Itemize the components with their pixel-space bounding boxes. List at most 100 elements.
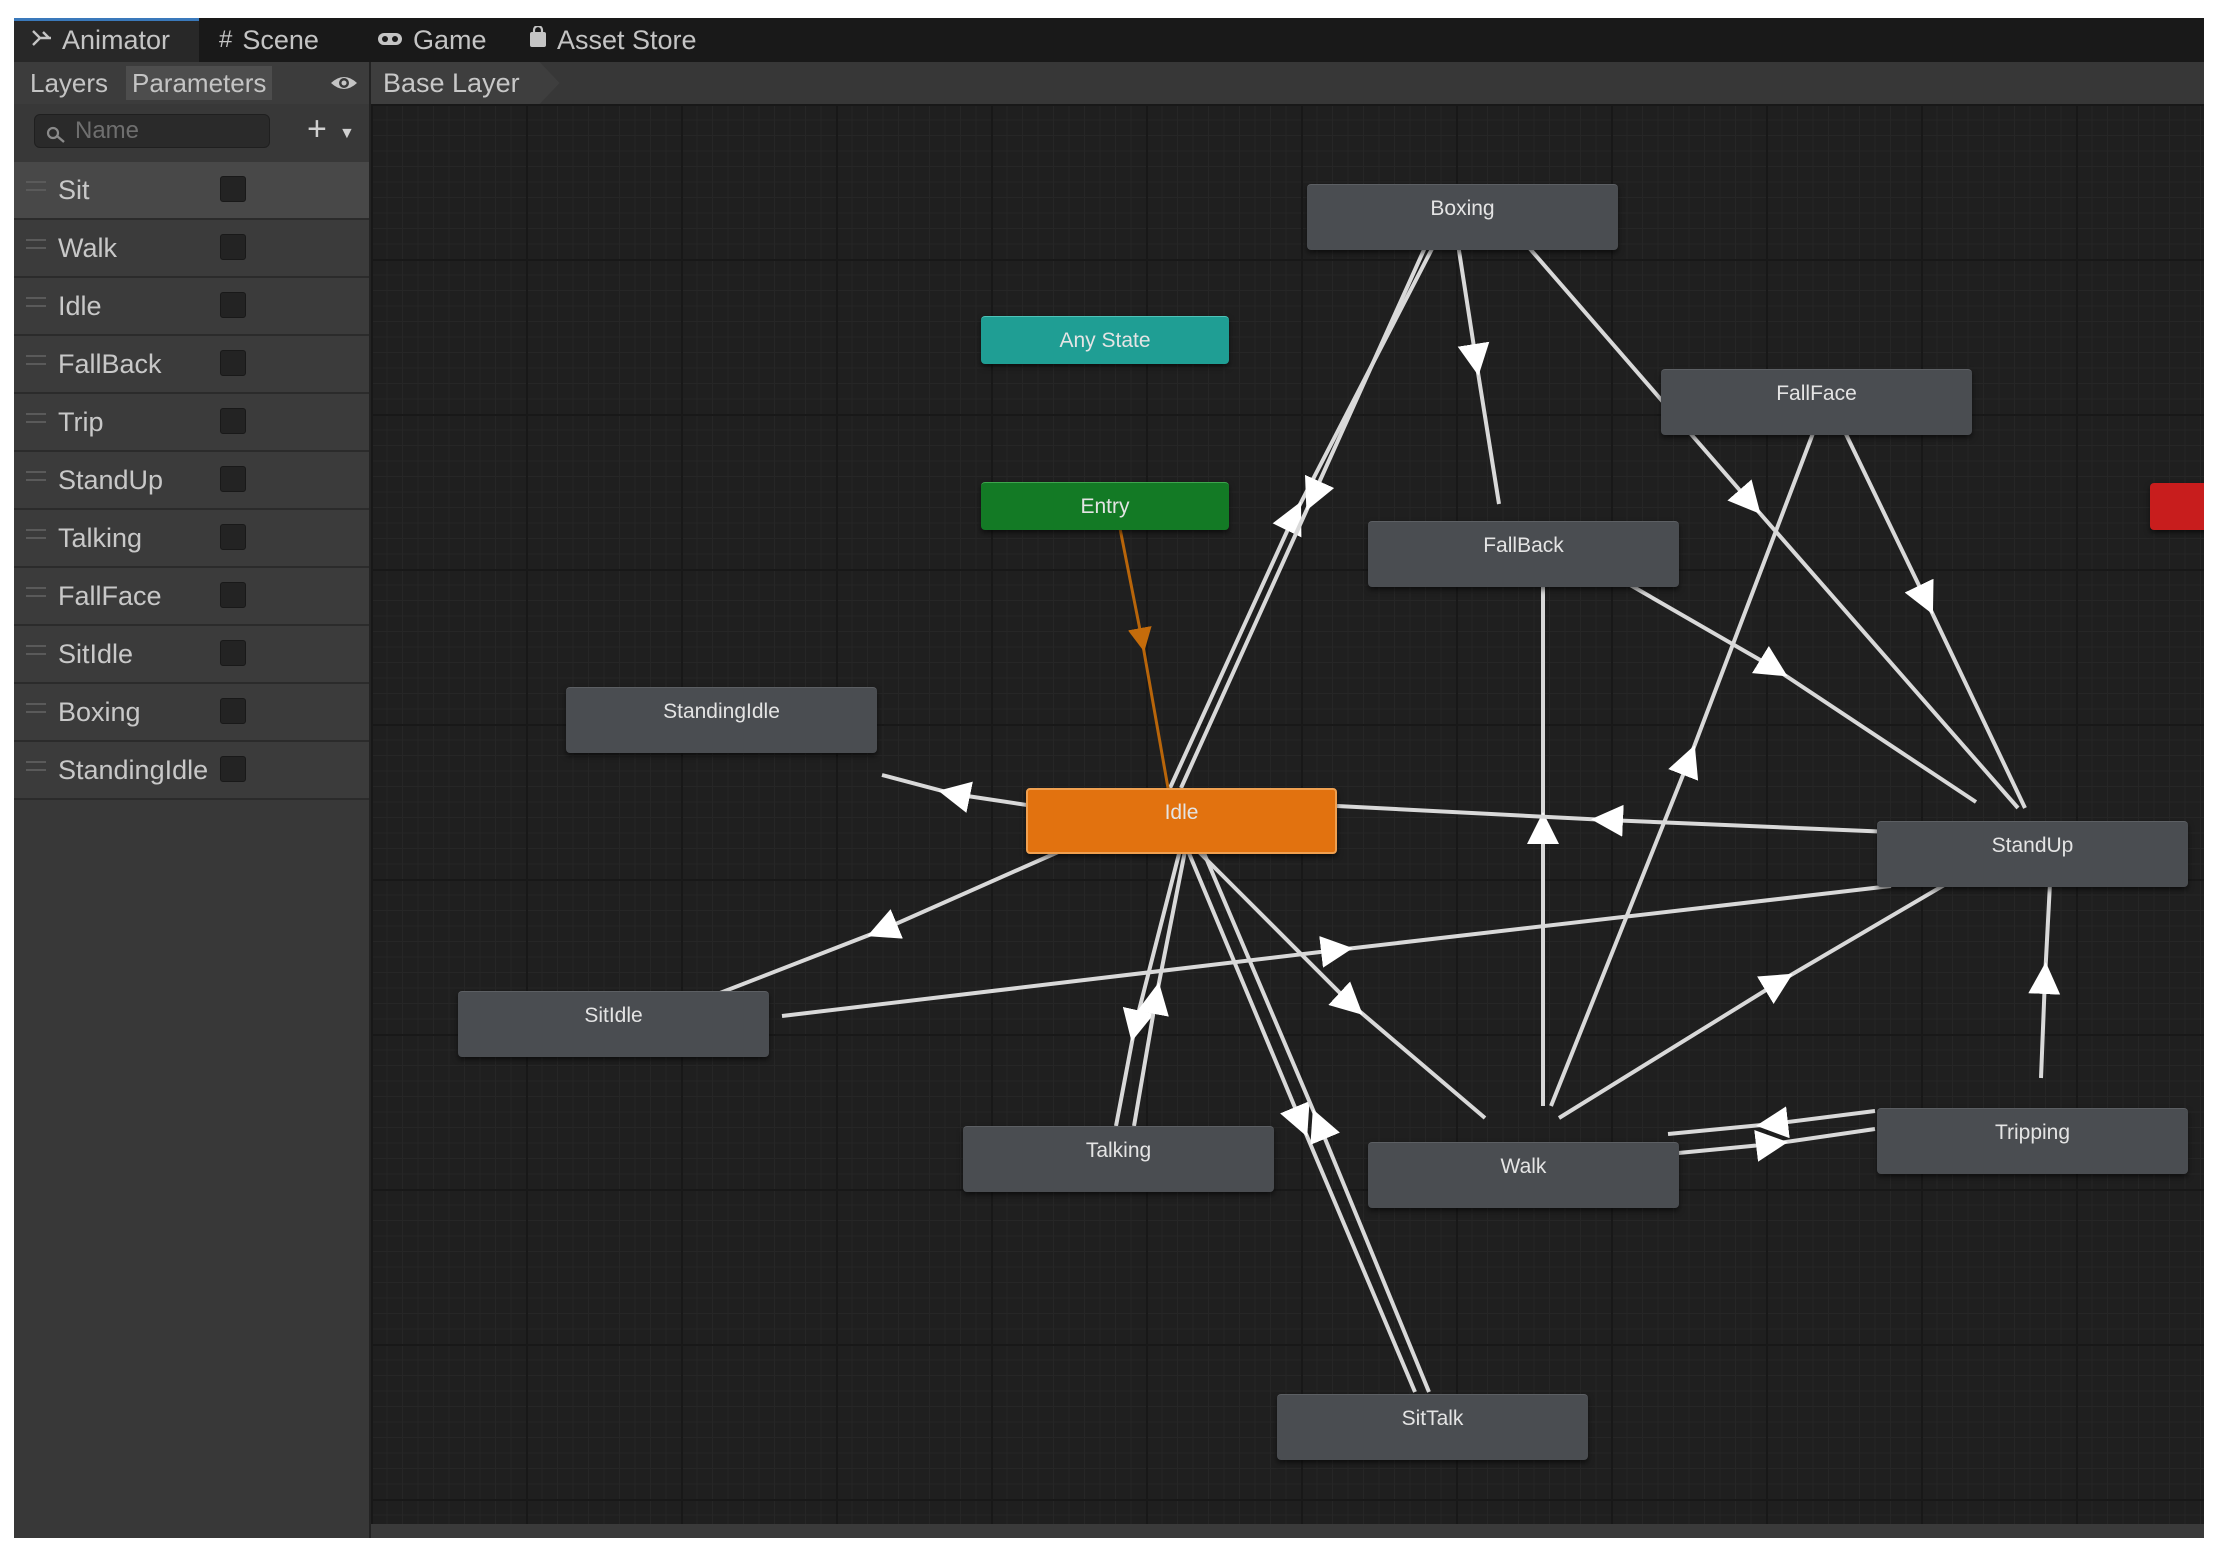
parameter-row-walk[interactable]: Walk: [14, 220, 369, 278]
tab-parameters[interactable]: Parameters: [126, 66, 273, 100]
tab-game[interactable]: Game: [377, 18, 487, 62]
parameter-name[interactable]: Walk: [58, 233, 117, 263]
tab-layers[interactable]: Layers: [30, 68, 109, 98]
parameter-row-fallface[interactable]: FallFace: [14, 568, 369, 626]
graph-scrollbar[interactable]: [371, 1524, 2204, 1538]
transition-tripping-to-standup[interactable]: [2028, 863, 2061, 1079]
drag-handle-icon[interactable]: [26, 181, 46, 191]
state-sitidle-label: SitIdle: [584, 1004, 643, 1027]
transition-entry-to-idle[interactable]: [1112, 497, 1170, 789]
state-standup[interactable]: StandUp: [1877, 821, 2188, 887]
parameter-bool-checkbox[interactable]: [220, 524, 246, 550]
drag-handle-icon[interactable]: [26, 413, 46, 423]
state-boxing[interactable]: Boxing: [1307, 184, 1618, 250]
parameter-row-trip[interactable]: Trip: [14, 394, 369, 452]
transition-idle-to-boxing[interactable]: [1168, 211, 1453, 789]
parameter-name[interactable]: Boxing: [58, 697, 141, 727]
parameter-name[interactable]: SitIdle: [58, 639, 134, 669]
parameter-name[interactable]: Idle: [58, 291, 102, 321]
parameter-name[interactable]: StandingIdle: [58, 755, 209, 785]
transition-walk-to-fallface[interactable]: [1549, 398, 1828, 1107]
transition-idle-to-walk[interactable]: [1191, 844, 1487, 1120]
tab-asset-store-label: Asset Store: [557, 24, 697, 55]
drag-handle-icon[interactable]: [26, 355, 46, 365]
parameter-bool-checkbox[interactable]: [220, 698, 246, 724]
parameter-row-standingidle[interactable]: StandingIdle: [14, 742, 369, 800]
transition-boxing-to-standup[interactable]: [1496, 210, 2020, 810]
parameter-bool-checkbox[interactable]: [220, 466, 246, 492]
drag-handle-icon[interactable]: [26, 471, 46, 481]
drag-handle-icon[interactable]: [26, 761, 46, 771]
state-tripping[interactable]: Tripping: [1877, 1108, 2188, 1174]
search-icon: [45, 122, 67, 143]
transition-standup-to-idle[interactable]: [1336, 804, 1892, 837]
parameter-bool-checkbox[interactable]: [220, 582, 246, 608]
tab-scene[interactable]: # Scene: [219, 18, 319, 62]
state-entry[interactable]: Entry: [981, 482, 1229, 530]
parameter-name[interactable]: Sit: [58, 175, 90, 205]
state-sittalk-label: SitTalk: [1401, 1407, 1464, 1430]
state-standingidle[interactable]: StandingIdle: [566, 687, 877, 753]
parameter-row-standup[interactable]: StandUp: [14, 452, 369, 510]
transition-walk-to-tripping[interactable]: [1667, 1127, 1876, 1162]
parameter-bool-checkbox[interactable]: [220, 756, 246, 782]
parameter-name[interactable]: FallBack: [58, 349, 162, 379]
transition-boxing-to-idle[interactable]: [1179, 211, 1443, 789]
transition-fallback-to-standup[interactable]: [1572, 550, 1978, 804]
transition-idle-to-sittalk[interactable]: [1184, 845, 1417, 1393]
add-parameter-button[interactable]: + ▼: [307, 112, 359, 148]
transition-fallface-to-standup[interactable]: [1827, 398, 2027, 809]
parameter-bool-checkbox[interactable]: [220, 640, 246, 666]
drag-handle-icon[interactable]: [26, 645, 46, 655]
state-machine-graph[interactable]: Boxing Any State FallFace Entry FallBack…: [371, 104, 2204, 1524]
parameter-row-fallback[interactable]: FallBack: [14, 336, 369, 394]
parameter-bool-checkbox[interactable]: [220, 292, 246, 318]
parameter-row-idle[interactable]: Idle: [14, 278, 369, 336]
tab-asset-store[interactable]: Asset Store: [529, 18, 697, 62]
eye-icon[interactable]: [329, 71, 359, 95]
parameter-row-boxing[interactable]: Boxing: [14, 684, 369, 742]
state-fallback[interactable]: FallBack: [1368, 521, 1679, 587]
state-idle-label: Idle: [1164, 801, 1199, 824]
state-any-state[interactable]: Any State: [981, 316, 1229, 364]
transition-boxing-to-fallback[interactable]: [1451, 211, 1501, 505]
parameter-bool-checkbox[interactable]: [220, 234, 246, 260]
parameter-name[interactable]: Trip: [58, 407, 104, 437]
transition-sittalk-to-idle[interactable]: [1199, 845, 1431, 1393]
parameter-name[interactable]: StandUp: [58, 465, 164, 495]
transition-tripping-to-walk[interactable]: [1667, 1106, 1876, 1139]
state-idle-default[interactable]: Idle: [1026, 788, 1337, 854]
tab-animator[interactable]: Animator: [14, 18, 199, 62]
drag-handle-icon[interactable]: [26, 703, 46, 713]
state-walk[interactable]: Walk: [1368, 1142, 1679, 1208]
search-input[interactable]: Name: [34, 114, 270, 148]
transition-sitidle-to-standup[interactable]: [781, 884, 1892, 1018]
state-sitidle[interactable]: SitIdle: [458, 991, 769, 1057]
parameter-row-sitidle[interactable]: SitIdle: [14, 626, 369, 684]
transition-idle-to-sitidle[interactable]: [670, 843, 1075, 1014]
parameter-name[interactable]: FallFace: [58, 581, 162, 611]
search-placeholder: Name: [75, 117, 140, 144]
drag-handle-icon[interactable]: [26, 529, 46, 539]
drag-handle-icon[interactable]: [26, 239, 46, 249]
transition-walk-to-standup[interactable]: [1557, 862, 1982, 1120]
breadcrumb-base-layer[interactable]: Base Layer: [371, 62, 560, 104]
state-sittalk[interactable]: SitTalk: [1277, 1394, 1588, 1460]
drag-handle-icon[interactable]: [26, 587, 46, 597]
drag-handle-icon[interactable]: [26, 297, 46, 307]
parameter-row-talking[interactable]: Talking: [14, 510, 369, 568]
parameter-row-sit[interactable]: Sit: [14, 162, 369, 220]
transition-idle-to-talking[interactable]: [1114, 845, 1183, 1127]
state-standup-label: StandUp: [1991, 834, 2074, 857]
state-talking[interactable]: Talking: [963, 1126, 1274, 1192]
state-entry-label: Entry: [1080, 495, 1130, 518]
state-fallface[interactable]: FallFace: [1661, 369, 1972, 435]
parameter-bool-checkbox[interactable]: [220, 176, 246, 202]
parameter-bool-checkbox[interactable]: [220, 350, 246, 376]
transition-talking-to-idle[interactable]: [1132, 845, 1188, 1127]
parameter-bool-checkbox[interactable]: [220, 408, 246, 434]
state-boxing-label: Boxing: [1430, 197, 1495, 220]
parameter-name[interactable]: Talking: [58, 523, 143, 553]
parameter-list: Sit Walk Idle FallBack Trip: [14, 162, 369, 800]
state-exit[interactable]: [2150, 483, 2204, 530]
